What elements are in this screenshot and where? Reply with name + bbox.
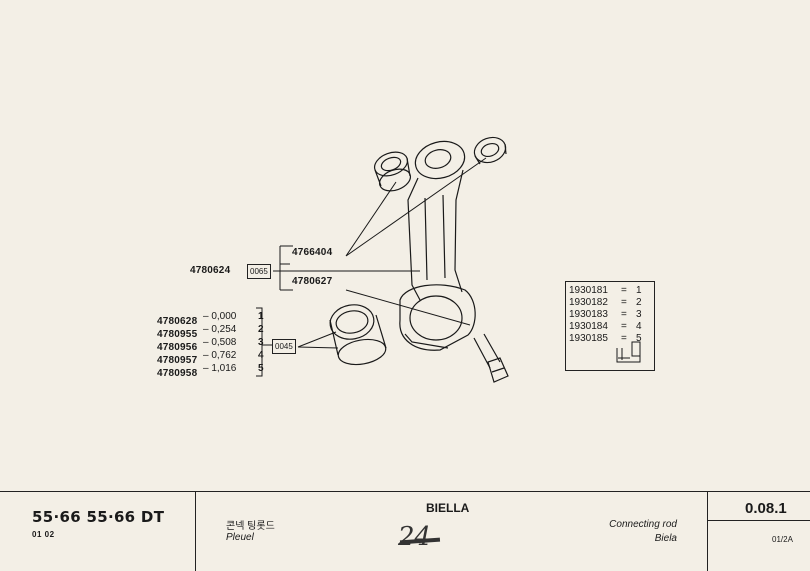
bearing-size: – 0,254 [203, 324, 237, 335]
model-number: 55·66 55·66 DT [32, 508, 165, 526]
bearing-row: 4780957 – 0,762 4 [157, 350, 264, 368]
legend-code: 1930185 [569, 333, 608, 344]
legend-eq: = [621, 333, 627, 344]
legend-row: 1930182 = 2 [569, 297, 642, 308]
bearing-shell [329, 304, 387, 366]
bearing-code: 4780955 [157, 329, 198, 340]
divider [195, 492, 196, 571]
bearing-row: 4780956 – 0,508 3 [157, 337, 264, 355]
legend-row: 1930183 = 3 [569, 309, 642, 320]
handwritten-page-number: 24 [398, 522, 432, 552]
small-bushing-left [373, 151, 412, 192]
bearing-code-legend: 1930181 = 1 1930182 = 2 1930183 = 3 1930… [565, 281, 655, 371]
bushing-part-number: 4766404 [292, 247, 333, 258]
bearing-code: 4780628 [157, 316, 198, 327]
bearing-code: 4780957 [157, 355, 198, 366]
title-block: 55·66 55·66 DT 01 02 BIELLA 콘넥 팅롯드 Pleue… [0, 491, 810, 571]
divider [707, 492, 708, 571]
bearing-size: – 1,016 [203, 363, 237, 374]
legend-row: 1930184 = 4 [569, 321, 642, 332]
title-french: Pleuel [226, 532, 254, 543]
legend-code: 1930181 [569, 285, 608, 296]
bearing-size: – 0,000 [203, 311, 237, 322]
legend-code: 1930183 [569, 309, 608, 320]
title-korean: 콘넥 팅롯드 [226, 521, 275, 532]
bearing-num: 5 [258, 363, 264, 374]
legend-code: 1930184 [569, 321, 608, 332]
legend-num: 2 [636, 297, 642, 308]
reference-sub: 01/2A [772, 535, 793, 544]
bearing-code: 4780956 [157, 342, 198, 353]
bearing-num: 3 [258, 337, 264, 348]
bearing-marking-icon [616, 341, 641, 363]
page-title: BIELLA [426, 501, 470, 515]
bearing-size: – 0,762 [203, 350, 237, 361]
legend-eq: = [621, 285, 627, 296]
bearing-num: 2 [258, 324, 264, 335]
legend-code: 1930182 [569, 297, 608, 308]
bearing-row: 4780958 – 1,016 5 [157, 363, 264, 381]
bearing-num: 1 [258, 311, 264, 322]
bearing-code: 4780958 [157, 368, 198, 379]
rod-body [399, 140, 509, 383]
legend-row: 1930181 = 1 [569, 285, 642, 296]
legend-num: 1 [636, 285, 642, 296]
bolt-part-number: 4780627 [292, 276, 333, 287]
leader-lines [256, 157, 487, 377]
bearing-qty-box: 0045 [272, 339, 296, 354]
rod-qty-box: 0065 [247, 264, 271, 279]
legend-eq: = [621, 297, 627, 308]
title-english: Connecting rod [609, 519, 677, 530]
legend-eq: = [621, 309, 627, 320]
legend-eq: = [621, 321, 627, 332]
reference-code: 0.08.1 [745, 500, 787, 517]
legend-num: 4 [636, 321, 642, 332]
legend-num: 5 [636, 333, 642, 344]
small-bushing-right [473, 136, 507, 165]
bearing-row: 4780628 – 0,000 1 [157, 311, 264, 329]
bearing-size: – 0,508 [203, 337, 237, 348]
bearing-row: 4780955 – 0,254 2 [157, 324, 264, 342]
rod-part-number: 4780624 [190, 265, 231, 276]
legend-num: 3 [636, 309, 642, 320]
title-spanish: Biela [654, 533, 677, 544]
legend-row: 1930185 = 5 [569, 333, 642, 344]
bearing-num: 4 [258, 350, 264, 361]
divider [707, 520, 810, 521]
model-variant: 01 02 [32, 530, 55, 539]
